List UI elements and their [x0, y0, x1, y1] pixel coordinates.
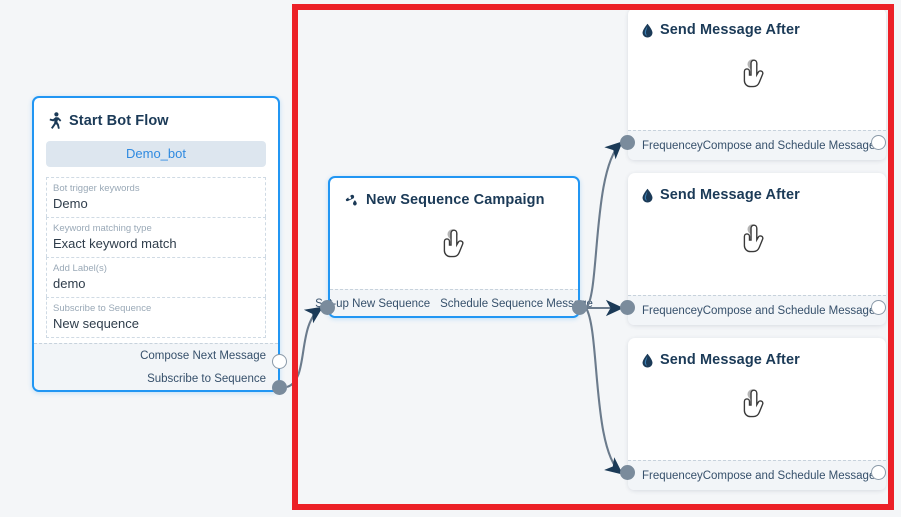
link-start-to-sequence: [286, 306, 324, 389]
pointing-hand-cursor: [736, 386, 778, 428]
port-row-message: Frequencey Compose and Schedule Message: [628, 296, 886, 326]
water-drop-icon: [642, 353, 653, 368]
port-dot-frequency-1[interactable]: [620, 135, 635, 150]
port-label-frequency[interactable]: Frequencey: [642, 140, 703, 152]
node-send-message-after-3[interactable]: Send Message After Frequencey Compose an…: [628, 338, 886, 490]
node-footer: Compose Next Message Subscribe to Sequen…: [34, 343, 278, 390]
field-keyword-matching-type[interactable]: Keyword matching type Exact keyword matc…: [46, 217, 266, 257]
node-header: Send Message After: [628, 338, 886, 368]
port-dot-compose-and-schedule-message-3[interactable]: [871, 465, 886, 480]
node-start-bot-flow[interactable]: Start Bot Flow Demo_bot Bot trigger keyw…: [32, 96, 280, 392]
node-body: [628, 203, 886, 269]
node-title-text: Start Bot Flow: [69, 112, 169, 129]
field-bot-trigger-keywords[interactable]: Bot trigger keywords Demo: [46, 177, 266, 217]
node-title-text: Send Message After: [660, 22, 800, 38]
field-list: Bot trigger keywords Demo Keyword matchi…: [46, 177, 266, 338]
port-label-frequency[interactable]: Frequencey: [642, 470, 703, 482]
port-label: Subscribe to Sequence: [147, 372, 266, 385]
port-compose-next-message[interactable]: Compose Next Message: [34, 344, 278, 367]
port-label-setup-new-sequence[interactable]: Set-up New Sequence: [315, 297, 431, 310]
pointing-hand-cursor: [736, 56, 778, 98]
port-dot-subscribe-to-sequence[interactable]: [272, 380, 287, 395]
field-add-labels[interactable]: Add Label(s) demo: [46, 257, 266, 297]
port-dot-compose-next-message[interactable]: [272, 354, 287, 369]
field-value: demo: [53, 276, 86, 291]
node-body: [330, 208, 578, 268]
field-label: Keyword matching type: [53, 223, 152, 234]
node-header: Send Message After: [628, 8, 886, 38]
node-body: [628, 38, 886, 104]
node-title-text: Send Message After: [660, 187, 800, 203]
node-send-message-after-1[interactable]: Send Message After Frequencey Compose an…: [628, 8, 886, 160]
node-footer: Frequencey Compose and Schedule Message: [628, 130, 886, 160]
running-person-icon: [48, 112, 62, 129]
node-header: Send Message After: [628, 173, 886, 203]
port-label-frequency[interactable]: Frequencey: [642, 305, 703, 317]
port-dot-setup-new-sequence[interactable]: [320, 300, 335, 315]
port-row-message: Frequencey Compose and Schedule Message: [628, 131, 886, 161]
port-dot-compose-and-schedule-message-1[interactable]: [871, 135, 886, 150]
port-label-compose-and-schedule-message[interactable]: Compose and Schedule Message: [702, 305, 876, 317]
port-label-compose-and-schedule-message[interactable]: Compose and Schedule Message: [702, 470, 876, 482]
port-dot-compose-and-schedule-message-2[interactable]: [871, 300, 886, 315]
field-value: New sequence: [53, 316, 139, 331]
bot-name-pill[interactable]: Demo_bot: [46, 141, 266, 167]
node-body: [628, 368, 886, 434]
port-label-schedule-sequence-message[interactable]: Schedule Sequence Message: [440, 297, 593, 310]
water-drop-icon: [642, 188, 653, 203]
node-header: Start Bot Flow: [34, 98, 278, 129]
node-title-text: Send Message After: [660, 352, 800, 368]
paint-pour-icon: [344, 193, 359, 208]
node-send-message-after-2[interactable]: Send Message After Frequencey Compose an…: [628, 173, 886, 325]
water-drop-icon: [642, 23, 653, 38]
port-dot-frequency-2[interactable]: [620, 300, 635, 315]
field-label: Add Label(s): [53, 263, 107, 274]
node-footer: Set-up New Sequence Schedule Sequence Me…: [315, 289, 593, 317]
field-subscribe-to-sequence[interactable]: Subscribe to Sequence New sequence: [46, 297, 266, 338]
node-footer: Frequencey Compose and Schedule Message: [628, 460, 886, 490]
port-label-compose-and-schedule-message[interactable]: Compose and Schedule Message: [702, 140, 876, 152]
node-new-sequence-campaign[interactable]: New Sequence Campaign Set-up New Sequenc…: [315, 176, 593, 318]
pointing-hand-cursor: [436, 226, 478, 268]
port-dot-frequency-3[interactable]: [620, 465, 635, 480]
link-sequence-to-message-1: [585, 141, 623, 309]
field-label: Bot trigger keywords: [53, 183, 140, 194]
field-label: Subscribe to Sequence: [53, 303, 152, 314]
field-value: Exact keyword match: [53, 236, 177, 251]
field-value: Demo: [53, 196, 88, 211]
port-label: Compose Next Message: [140, 349, 266, 362]
port-subscribe-to-sequence[interactable]: Subscribe to Sequence: [34, 367, 278, 390]
node-title-text: New Sequence Campaign: [366, 192, 545, 208]
port-row-sequence: Set-up New Sequence Schedule Sequence Me…: [315, 290, 593, 317]
pointing-hand-cursor: [736, 221, 778, 263]
port-dot-schedule-sequence-message[interactable]: [572, 300, 587, 315]
port-row-message: Frequencey Compose and Schedule Message: [628, 461, 886, 491]
node-footer: Frequencey Compose and Schedule Message: [628, 295, 886, 325]
node-header: New Sequence Campaign: [330, 178, 578, 208]
link-sequence-to-message-3: [585, 307, 623, 475]
